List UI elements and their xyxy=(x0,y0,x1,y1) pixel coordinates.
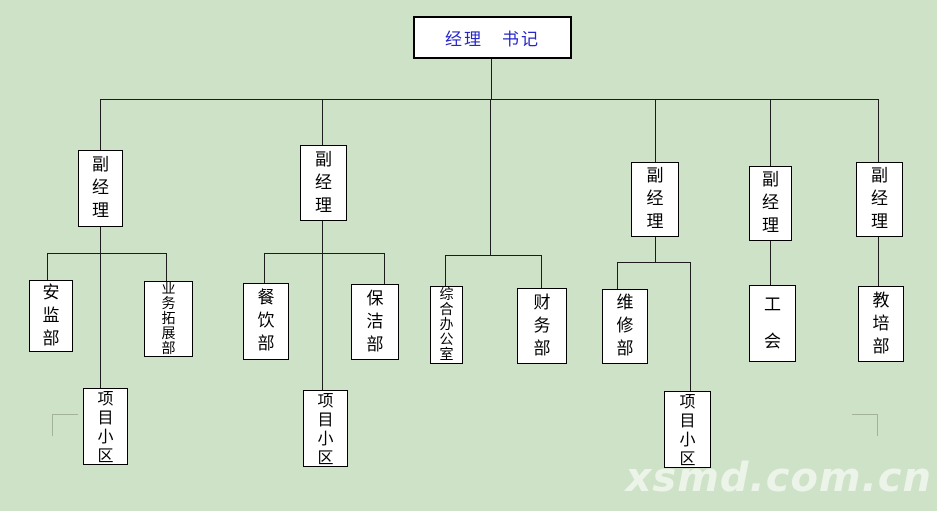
connector-line xyxy=(878,237,879,286)
node-label: 项目小区 xyxy=(97,388,114,465)
node-label: 经理 书记 xyxy=(445,30,540,50)
connector-line xyxy=(541,255,542,288)
connector-line xyxy=(655,99,656,162)
org-node-catering-dept: 餐饮部 xyxy=(243,283,289,360)
org-node-deputy-manager-4: 副经理 xyxy=(749,166,792,241)
connector-line xyxy=(100,99,101,150)
connector-line xyxy=(490,99,491,255)
connector-line xyxy=(384,253,385,284)
org-node-deputy-manager-2: 副经理 xyxy=(300,145,347,221)
node-label: 财务部 xyxy=(533,292,551,359)
text-boundary-mark xyxy=(52,414,53,436)
connector-line xyxy=(100,227,101,388)
node-label: 副经理 xyxy=(762,170,779,236)
org-node-manager-secretary: 经理 书记 xyxy=(413,16,572,59)
org-node-project-community-1: 项目小区 xyxy=(83,388,128,465)
node-label: 保洁部 xyxy=(366,288,384,355)
watermark: xsmd.com.cn xyxy=(625,455,932,501)
node-label: 餐饮部 xyxy=(257,288,275,354)
connector-line xyxy=(690,262,691,391)
org-node-training-dept: 教培部 xyxy=(858,286,904,362)
node-label: 项目小区 xyxy=(679,391,696,468)
node-label: 工 会 xyxy=(764,294,798,352)
connector-line xyxy=(445,255,446,286)
connector-line xyxy=(322,221,323,390)
node-label: 业务拓展部 xyxy=(161,280,176,357)
node-label: 项目小区 xyxy=(317,390,334,467)
org-node-cleaning-dept: 保洁部 xyxy=(351,284,399,360)
connector-line xyxy=(47,253,48,280)
node-label: 副经理 xyxy=(871,166,888,232)
connector-line xyxy=(264,253,265,283)
connector-line xyxy=(878,99,879,162)
connector-line xyxy=(445,255,541,256)
connector-line xyxy=(47,253,166,254)
connector-line xyxy=(322,99,323,145)
connector-line xyxy=(166,253,167,281)
node-label: 副经理 xyxy=(92,155,109,221)
org-node-business-dev-dept: 业务拓展部 xyxy=(144,281,193,357)
connector-line xyxy=(617,262,618,289)
node-label: 维修部 xyxy=(616,293,634,359)
org-node-deputy-manager-3: 副经理 xyxy=(631,162,679,237)
node-label: 副经理 xyxy=(315,149,332,216)
org-node-general-office: 综合办公室 xyxy=(430,286,463,364)
org-node-project-community-2: 项目小区 xyxy=(303,390,348,467)
org-node-labor-union: 工 会 xyxy=(749,285,798,362)
text-boundary-mark xyxy=(52,414,78,415)
connector-line xyxy=(617,262,690,263)
node-label: 教培部 xyxy=(872,290,890,357)
connector-line xyxy=(264,253,384,254)
org-node-finance-dept: 财务部 xyxy=(517,288,567,364)
connector-line xyxy=(655,237,656,262)
org-node-project-community-3: 项目小区 xyxy=(664,391,711,468)
org-node-maintenance-dept: 维修部 xyxy=(602,289,648,364)
connector-line xyxy=(491,59,492,99)
node-label: 综合办公室 xyxy=(439,286,454,363)
node-label: 安监部 xyxy=(42,282,60,349)
org-node-deputy-manager-5: 副经理 xyxy=(856,162,903,237)
connector-line xyxy=(770,241,771,285)
text-boundary-mark xyxy=(877,414,878,436)
connector-line xyxy=(770,99,771,166)
text-boundary-mark xyxy=(852,414,878,415)
node-label: 副经理 xyxy=(646,166,664,232)
connector-line xyxy=(100,99,878,100)
org-node-deputy-manager-1: 副经理 xyxy=(78,150,123,227)
org-node-safety-dept: 安监部 xyxy=(29,280,73,352)
